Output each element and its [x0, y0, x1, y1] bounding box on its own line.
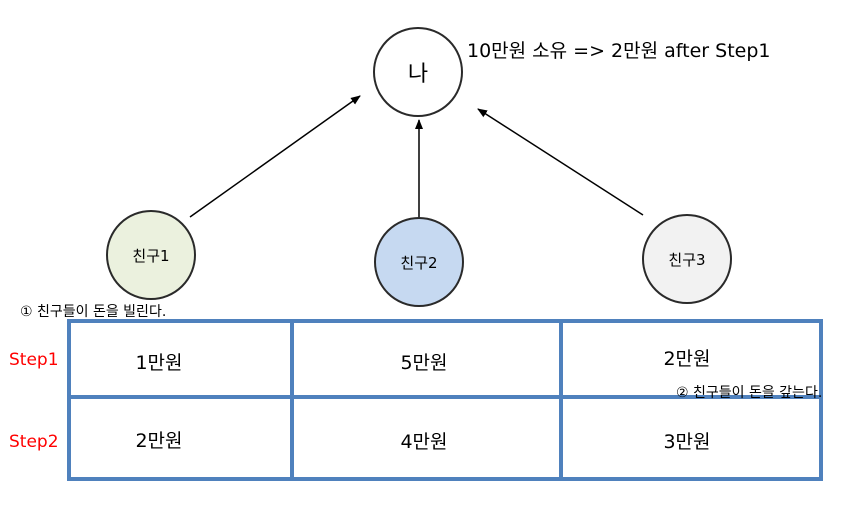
table-cell: 5만원 [400, 352, 448, 374]
node-friend1: 친구1 [106, 210, 196, 300]
node-friend3-label: 친구3 [668, 250, 706, 269]
node-me: 나 [373, 27, 463, 117]
node-friend3: 친구3 [642, 214, 732, 304]
ownership-text: 10만원 소유 => 2만원 after Step1 [467, 40, 771, 62]
node-friend2: 친구2 [374, 217, 464, 307]
table-cell: 4만원 [400, 431, 448, 453]
repay-note: ② 친구들이 돈을 갚는다. [676, 385, 823, 401]
table-cell: 2만원 [135, 430, 183, 452]
node-friend2-label: 친구2 [400, 253, 438, 272]
borrow-note: ① 친구들이 돈을 빌린다. [20, 304, 167, 320]
table-cell: 3만원 [663, 431, 711, 453]
arrow-friend1-to-me [189, 95, 361, 218]
node-friend1-label: 친구1 [132, 246, 170, 265]
arrow-friend3-to-me [477, 108, 644, 216]
step-table [67, 319, 823, 481]
row-label-step2: Step2 [9, 432, 59, 452]
table-cell: 1만원 [135, 352, 183, 374]
table-cell: 2만원 [663, 348, 711, 370]
node-me-label: 나 [407, 62, 429, 87]
row-label-step1: Step1 [9, 350, 59, 370]
